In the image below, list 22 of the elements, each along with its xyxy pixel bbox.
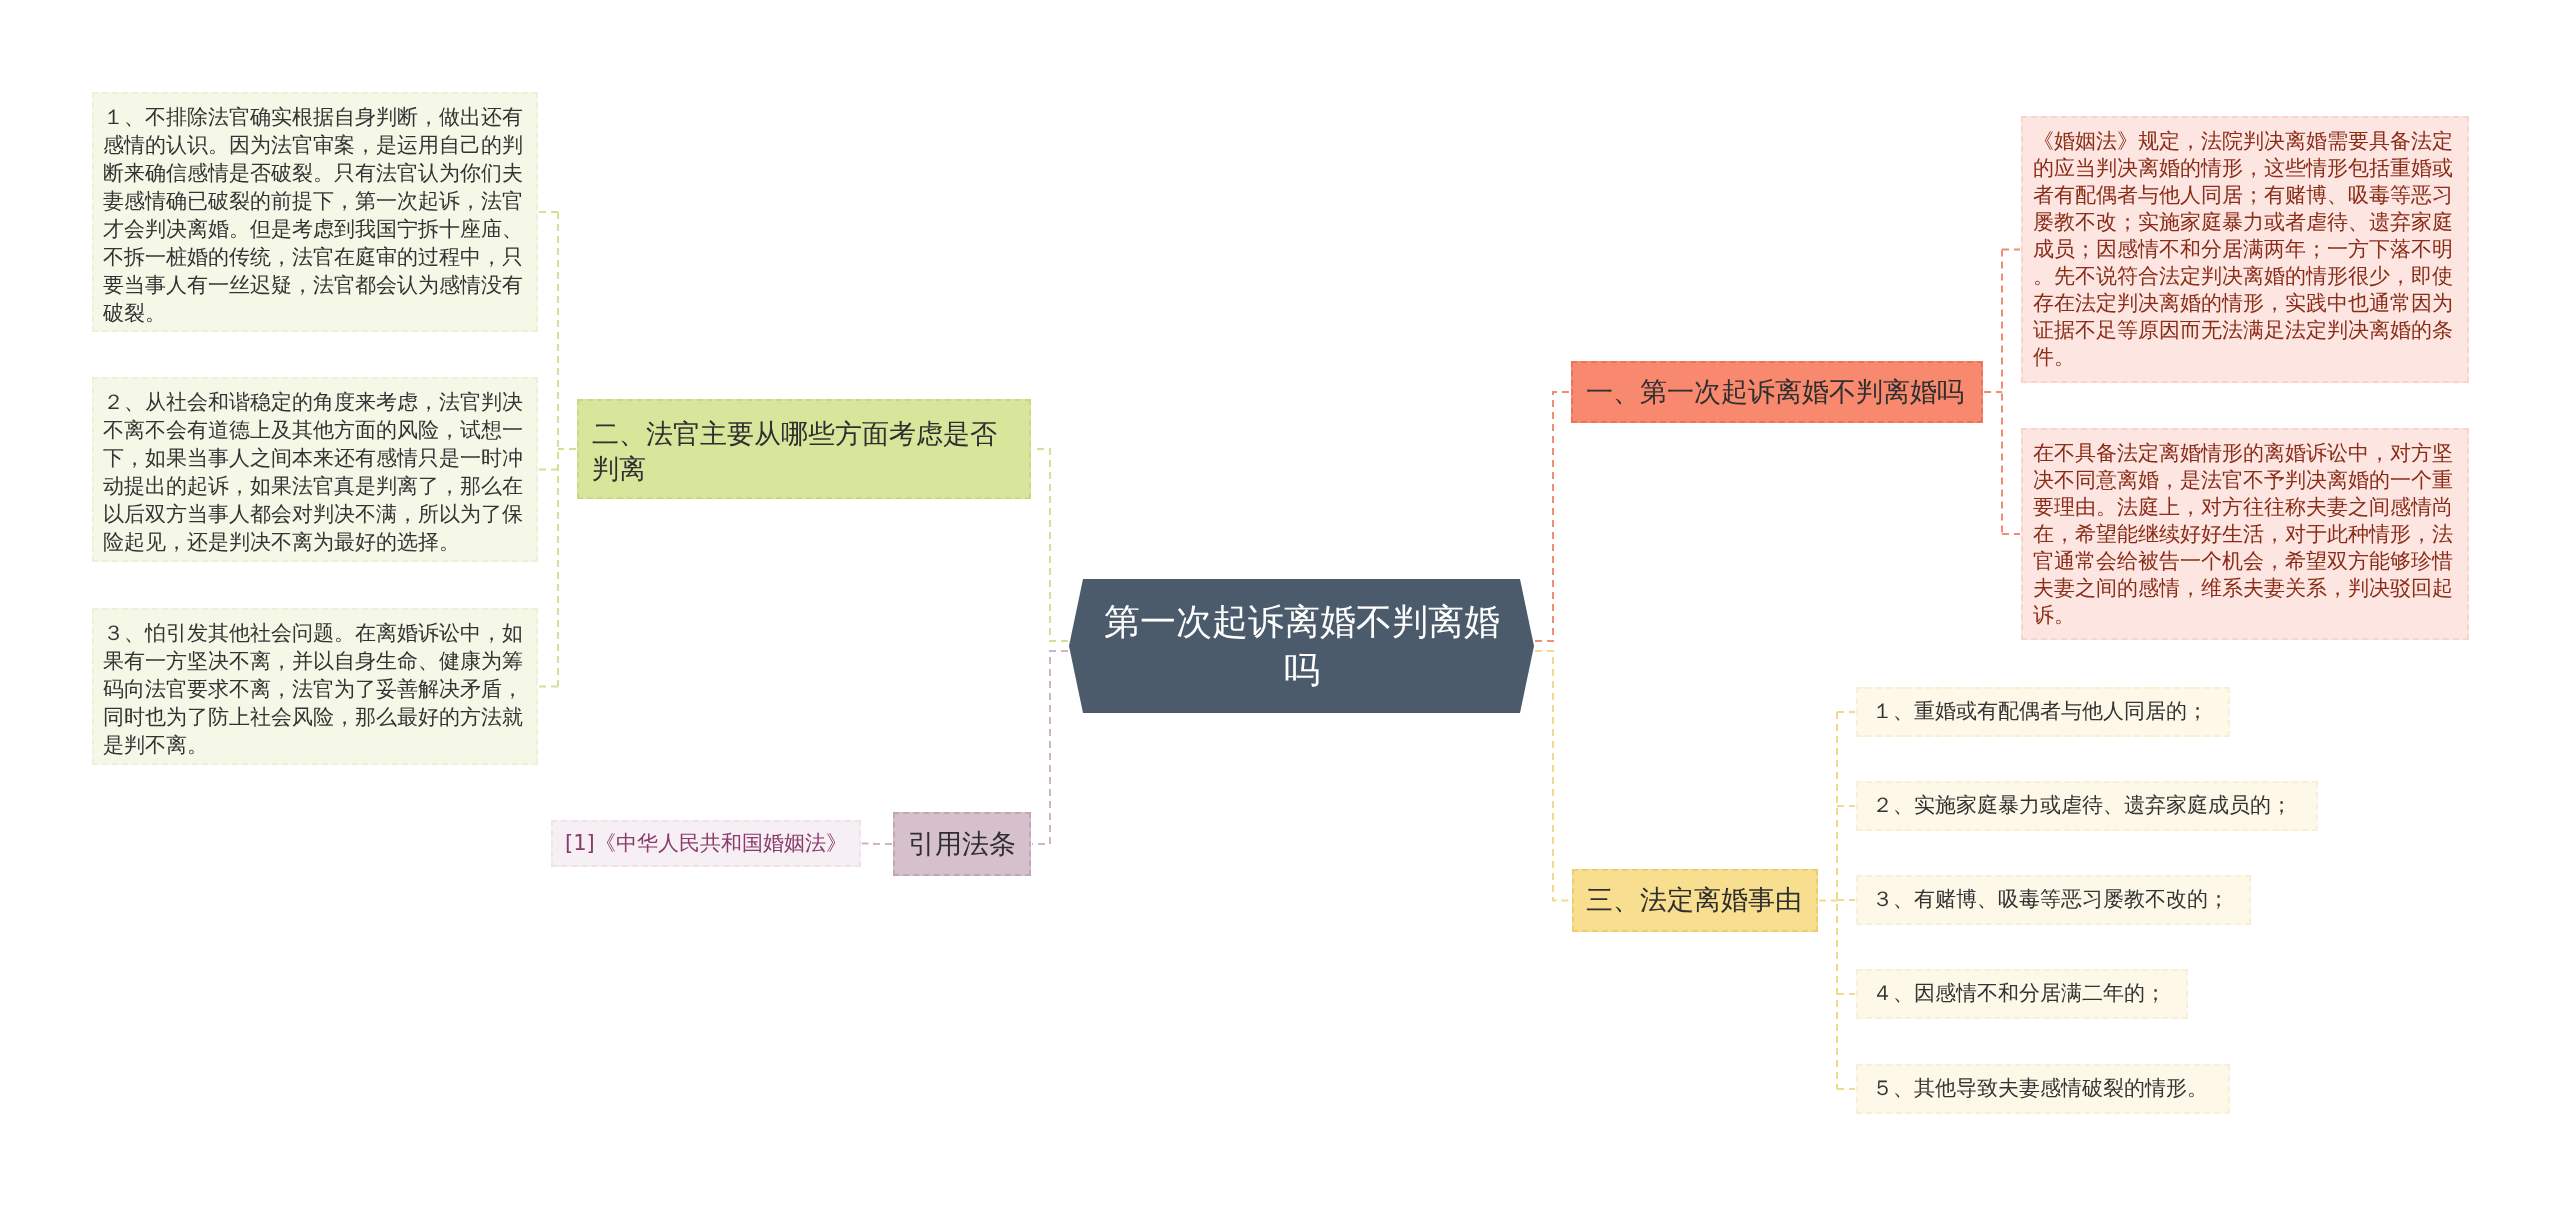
list-item-box: ４、因感情不和分居满二年的； (1856, 969, 2188, 1019)
note-box: [1]《中华人民共和国婚姻法》 (551, 820, 861, 867)
connector (860, 842, 893, 845)
topic-box: 三、法定离婚事由 (1572, 869, 1818, 932)
list-item-box: ５、其他导致夫妻感情破裂的情形。 (1856, 1064, 2230, 1114)
connector (1818, 711, 1856, 1090)
list-item-box: ３、有赌博、吸毒等恶习屡教不改的； (1856, 875, 2251, 925)
topic-box: 引用法条 (893, 812, 1031, 876)
connector (1534, 650, 1572, 902)
topic-box: 二、法官主要从哪些方面考虑是否判离 (577, 399, 1031, 499)
connector (1534, 391, 1571, 642)
central-topic: 第一次起诉离婚不判离婚吗 (1069, 579, 1534, 713)
note-box: ２、从社会和谐稳定的角度来考虑，法官判决不离不会有道德上及其他方面的风险，试想一下，如果当事人之间本来还有感情只是一时冲动提出的起诉，如果法官真是判离了，那么在以后双方当事人都会对判决不满，所以为了保险起见，还是判决不离为最好的选择。 (92, 377, 538, 562)
note-box: １、不排除法官确实根据自身判断，做出还有感情的认识。因为法官审案，是运用自己的判断来确信感情是否破裂。只有法官认为你们夫妻感情确已破裂的前提下，第一次起诉，法官才会判决离婚。但是考虑到我国宁拆十座庙、不拆一桩婚的传统，法官在庭审的过程中，只要当事人有一丝迟疑，法官都会认为感情没有破裂。 (92, 92, 538, 332)
list-item-box: １、重婚或有配偶者与他人同居的； (1856, 687, 2230, 737)
note-box: ３、怕引发其他社会问题。在离婚诉讼中，如果有一方坚决不离，并以自身生命、健康为筹码向法官要求不离，法官为了妥善解决矛盾，同时也为了防上社会风险，那么最好的方法就是判不离。 (92, 608, 538, 765)
connector (1983, 248, 2021, 535)
note-box: 在不具备法定离婚情形的离婚诉讼中，对方坚决不同意离婚，是法官不予判决离婚的一个重要理由。法庭上，对方往往称夫妻之间感情尚在，希望能继续好好生活，对于此种情形，法官通常会给被告一个机会，希望双方能够珍惜夫妻之间的感情，维系夫妻关系，判决驳回起诉。 (2021, 428, 2469, 640)
topic-box: 一、第一次起诉离婚不判离婚吗 (1571, 361, 1983, 423)
connector (538, 211, 577, 688)
note-box: 《婚姻法》规定，法院判决离婚需要具备法定的应当判决离婚的情形，这些情形包括重婚或者有配偶者与他人同居；有赌博、吸毒等恶习屡教不改；实施家庭暴力或者虐待、遗弃家庭成员；因感情不和分居满两年；一方下落不明。先不说符合法定判决离婚的情形很少，即使存在法定判决离婚的情形，实践中也通常因为证据不足等原因而无法满足法定判决离婚的条件。 (2021, 116, 2469, 383)
list-item-box: ２、实施家庭暴力或虐待、遗弃家庭成员的； (1856, 781, 2318, 831)
